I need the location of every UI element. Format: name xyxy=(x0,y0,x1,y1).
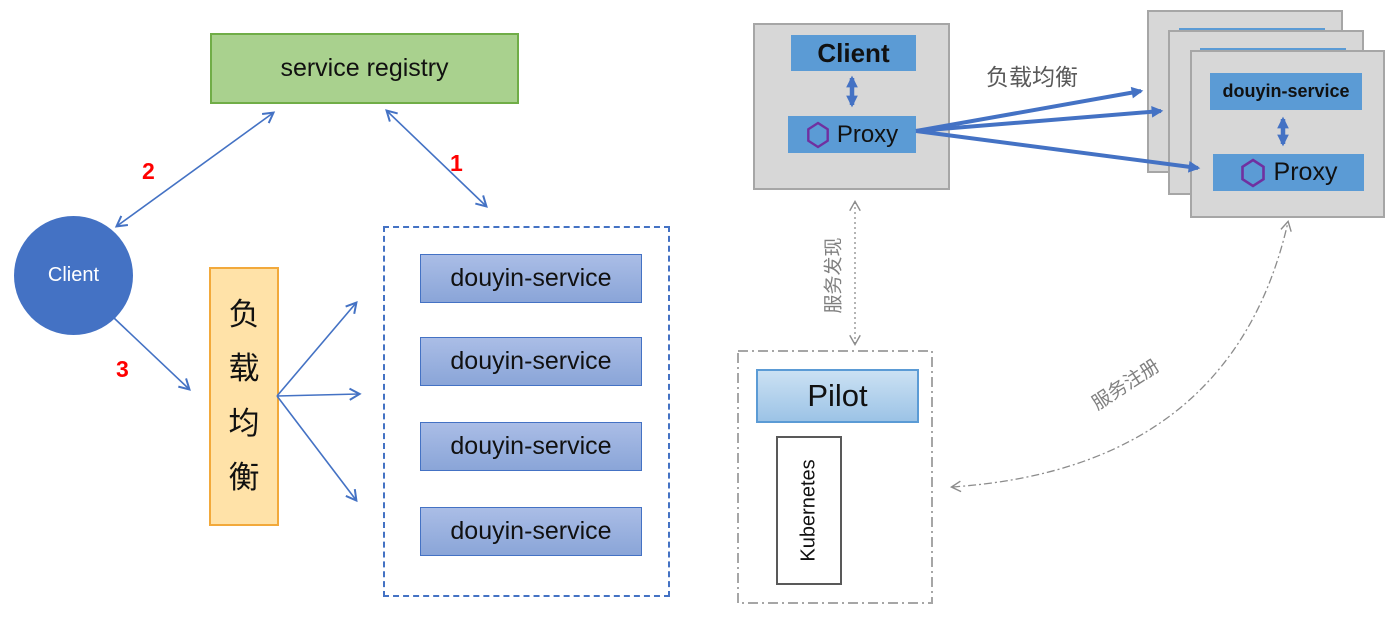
load-balance-label-right: 负载均衡 xyxy=(986,64,1078,90)
douyin-service-box-2: douyin-service xyxy=(420,337,642,386)
pilot-label: Pilot xyxy=(807,378,868,413)
step-number-2: 2 xyxy=(142,158,155,184)
douyin-service-label: douyin-service xyxy=(450,264,612,292)
proxy-hexagon-icon xyxy=(806,121,829,148)
kubernetes-box: Kubernetes xyxy=(776,436,842,585)
proxy-hexagon-icon xyxy=(1240,157,1265,188)
step-number-1: 1 xyxy=(450,150,463,176)
arrow-service-registration xyxy=(949,220,1292,493)
arrow-proxy-stack-2 xyxy=(915,105,1164,133)
client-pod-container: Client Proxy xyxy=(753,23,950,190)
client-circle: Client xyxy=(14,216,133,335)
stack-proxy-label: Proxy xyxy=(1273,158,1338,186)
douyin-service-box-3: douyin-service xyxy=(420,422,642,471)
douyin-service-label: douyin-service xyxy=(450,432,612,460)
right-client-label: Client xyxy=(817,37,890,68)
kubernetes-label: Kubernetes xyxy=(797,459,820,562)
service-cluster-container xyxy=(383,226,670,597)
arrow-lb-service-1 xyxy=(276,300,358,397)
stack-proxy-box: Proxy xyxy=(1213,154,1364,191)
stack-douyin-service-box: douyin-service xyxy=(1210,73,1362,110)
arrow-client-registry xyxy=(114,111,276,228)
arrow-registry-services xyxy=(385,109,488,208)
step-number-3: 3 xyxy=(116,356,129,382)
client-label: Client xyxy=(47,264,100,286)
right-proxy-label: Proxy xyxy=(836,120,899,148)
service-discovery-label: 服务发现 xyxy=(823,237,845,314)
arrow-lb-service-3 xyxy=(276,395,358,503)
arrow-lb-service-2 xyxy=(276,387,362,401)
load-balancer-label: 负载均衡 xyxy=(228,297,260,495)
pilot-box: Pilot xyxy=(756,369,919,423)
service-registry-box: service registry xyxy=(210,33,519,104)
service-pod-front: douyin-service Proxy xyxy=(1190,50,1385,218)
right-client-box: Client xyxy=(791,35,916,71)
douyin-service-box-4: douyin-service xyxy=(420,507,642,556)
service-registration-label: 服务注册 xyxy=(1088,355,1164,415)
douyin-service-label: douyin-service xyxy=(450,517,612,545)
stack-douyin-service-label: douyin-service xyxy=(1222,81,1350,101)
service-registry-label: service registry xyxy=(280,54,449,82)
douyin-service-box-1: douyin-service xyxy=(420,254,642,303)
douyin-service-label: douyin-service xyxy=(450,347,612,375)
load-balancer-box: 负载均衡 xyxy=(209,267,279,526)
right-proxy-box: Proxy xyxy=(788,116,916,153)
